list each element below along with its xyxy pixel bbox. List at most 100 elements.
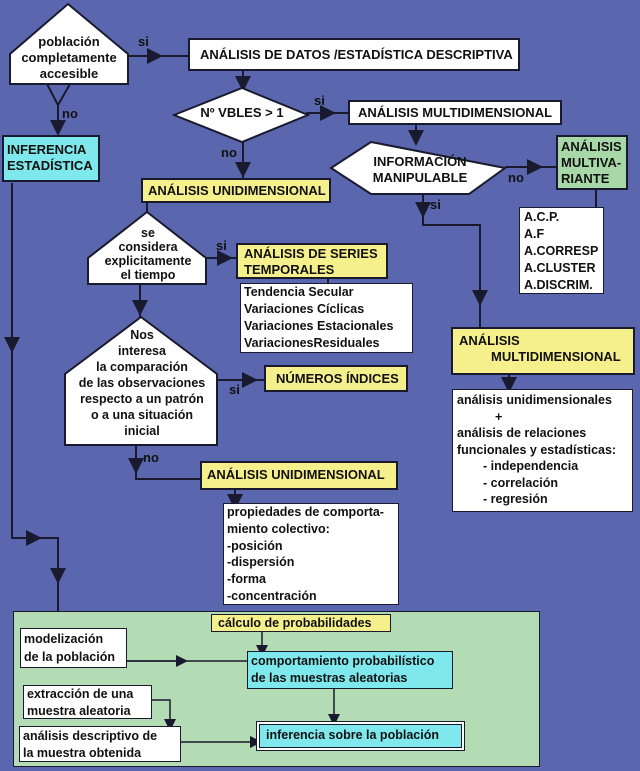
decision-poblacion [9, 2, 129, 85]
inferencia-line: INFERENCIA [7, 142, 87, 157]
series-list: Tendencia Secular Variaciones Cíclicas V… [240, 283, 413, 353]
decision-comparacion [64, 315, 218, 446]
unidimensional-top-label: ANÁLISIS UNIDIMENSIONAL [148, 183, 326, 198]
decision-tiempo [87, 210, 207, 285]
modelizacion-line: de la población [24, 650, 115, 664]
inferencia-poblacion-box: inferencia sobre la población [259, 724, 462, 748]
comportamiento-box: comportamiento probabilístico de las mue… [247, 651, 453, 689]
analisis-datos-box: ANÁLISIS DE DATOS /ESTADÍSTICA DESCRIPTI… [188, 38, 520, 71]
list-item: miento colectivo: [227, 521, 330, 536]
comportamiento-line: comportamiento probabilístico [251, 654, 435, 668]
multidimensional-box: ANÁLISIS MULTIDIMENSIONAL [348, 100, 562, 125]
decision-poblacion-line: accesible [39, 66, 99, 81]
edge-label-si: si [216, 238, 227, 253]
series-line: ANÁLISIS DE SERIES [244, 246, 378, 261]
extraccion-line: extracción de una [27, 687, 134, 701]
decision-informacion-text: INFORMACIÓN MANIPULABLE [350, 154, 490, 186]
list-item: -forma [227, 572, 266, 587]
edge-extraccion-descriptivo [152, 699, 176, 731]
unidimensional-list: propiedades de comporta- miento colectiv… [223, 503, 399, 605]
modelizacion-line: modelización [24, 632, 104, 646]
series-line: TEMPORALES [244, 262, 335, 277]
multidimensional-2-line: MULTIDIMENSIONAL [491, 349, 621, 364]
list-item: A.DISCRIM. [524, 278, 593, 292]
list-item: - independencia [483, 459, 579, 473]
list-item: Variaciones Estacionales [244, 319, 394, 333]
edge-label-no: no [62, 106, 78, 121]
multivariante-line: RIANTE [561, 171, 610, 186]
list-item: -concentración [227, 588, 317, 603]
multidimensional-2-box: ANÁLISIS MULTIDIMENSIONAL [451, 327, 635, 375]
extraccion-line: muestra aleatoria [27, 703, 131, 718]
unidimensional-bottom-box: ANÁLISIS UNIDIMENSIONAL [200, 461, 398, 490]
decision-comparacion-line: inicial [124, 424, 160, 438]
edge-label-no: no [143, 450, 159, 465]
inferencia-line: ESTADÍSTICA [7, 158, 93, 173]
edge-label-si: si [430, 197, 441, 212]
decision-poblacion-line: completamente [21, 50, 117, 65]
multivariante-line: MULTIVA- [561, 155, 622, 170]
unidimensional-top-box: ANÁLISIS UNIDIMENSIONAL [141, 178, 331, 203]
decision-tiempo-line: se [141, 226, 155, 240]
list-item: - regresión [483, 492, 548, 506]
list-item: -dispersión [227, 555, 295, 570]
decision-nvbles [172, 86, 311, 144]
list-item: VariacionesResiduales [244, 336, 380, 350]
multivariante-line: ANÁLISIS [561, 139, 622, 154]
list-item: Variaciones Cíclicas [244, 302, 365, 316]
edge-label-no: no [508, 170, 524, 185]
inferencia-poblacion-label: inferencia sobre la población [266, 728, 439, 742]
list-item: análisis unidimensionales [457, 393, 612, 407]
list-item: A.CORRESP [524, 244, 599, 258]
descriptivo-line: análisis descriptivo de [23, 729, 158, 743]
decision-comparacion-line: interesa [118, 344, 166, 358]
edge-label-si: si [229, 382, 240, 397]
multivariante-list: A.C.P. A.F A.CORRESP A.CLUSTER A.DISCRIM… [519, 207, 604, 294]
numeros-indices-box: NÚMEROS ÍNDICES [264, 365, 408, 392]
decision-comparacion-text: Nos interesa la comparación de las obser… [65, 327, 219, 439]
multidimensional-2-list: análisis unidimensionales + análisis de … [452, 389, 633, 512]
decision-tiempo-line: considera [118, 240, 178, 254]
decision-tiempo-text: se considera explicitamente el tiempo [88, 226, 208, 282]
multivariante-box: ANÁLISIS MULTIVA- RIANTE [556, 135, 628, 190]
decision-comparacion-line: respecto a un patrón [80, 392, 204, 406]
inferencia-poblacion-frame: inferencia sobre la población [256, 721, 465, 751]
list-item: A.C.P. [524, 210, 560, 224]
list-item: funcionales y estadísticas: [457, 442, 617, 457]
list-item: A.CLUSTER [524, 261, 596, 275]
unidimensional-bottom-label: ANÁLISIS UNIDIMENSIONAL [207, 467, 385, 482]
calculo-label: cálculo de probabilidades [218, 616, 372, 630]
decision-informacion [329, 140, 508, 195]
decision-comparacion-line: o a una situación [90, 408, 194, 422]
numeros-indices-label: NÚMEROS ÍNDICES [276, 371, 399, 386]
descriptivo-box: análisis descriptivo de la muestra obten… [19, 726, 181, 762]
edge-label-no: no [221, 145, 237, 160]
list-item: - correlación [483, 475, 559, 490]
edge-label-si: si [138, 34, 149, 49]
decision-nvbles-text: Nº VBLES > 1 [200, 105, 284, 120]
list-item: análisis de relaciones [457, 426, 587, 440]
multidimensional-2-line: ANÁLISIS [459, 333, 520, 348]
decision-comparacion-line: de las observaciones [78, 376, 206, 390]
decision-poblacion-text: población completamente accesible [10, 34, 128, 82]
series-box: ANÁLISIS DE SERIES TEMPORALES [236, 243, 388, 279]
decision-informacion-line: MANIPULABLE [372, 170, 468, 185]
multidimensional-label: ANÁLISIS MULTIDIMENSIONAL [358, 105, 553, 120]
decision-comparacion-line: la comparación [96, 360, 188, 374]
analisis-datos-label: ANÁLISIS DE DATOS /ESTADÍSTICA DESCRIPTI… [200, 47, 513, 62]
comportamiento-line: de las muestras aleatorias [251, 671, 408, 685]
list-item: -posición [227, 538, 283, 553]
list-item: propiedades de comporta- [227, 505, 384, 519]
calculo-box: cálculo de probabilidades [211, 614, 391, 632]
decision-tiempo-line: explicitamente [104, 254, 192, 268]
list-item: Tendencia Secular [244, 285, 354, 299]
list-item: A.F [524, 227, 545, 241]
descriptivo-line: la muestra obtenida [23, 746, 142, 760]
list-item: + [495, 409, 503, 424]
decision-informacion-line: INFORMACIÓN [373, 154, 467, 169]
extraccion-box: extracción de una muestra aleatoria [23, 685, 152, 719]
inferencia-box: INFERENCIA ESTADÍSTICA [2, 135, 100, 182]
edge-label-si: si [314, 93, 325, 108]
